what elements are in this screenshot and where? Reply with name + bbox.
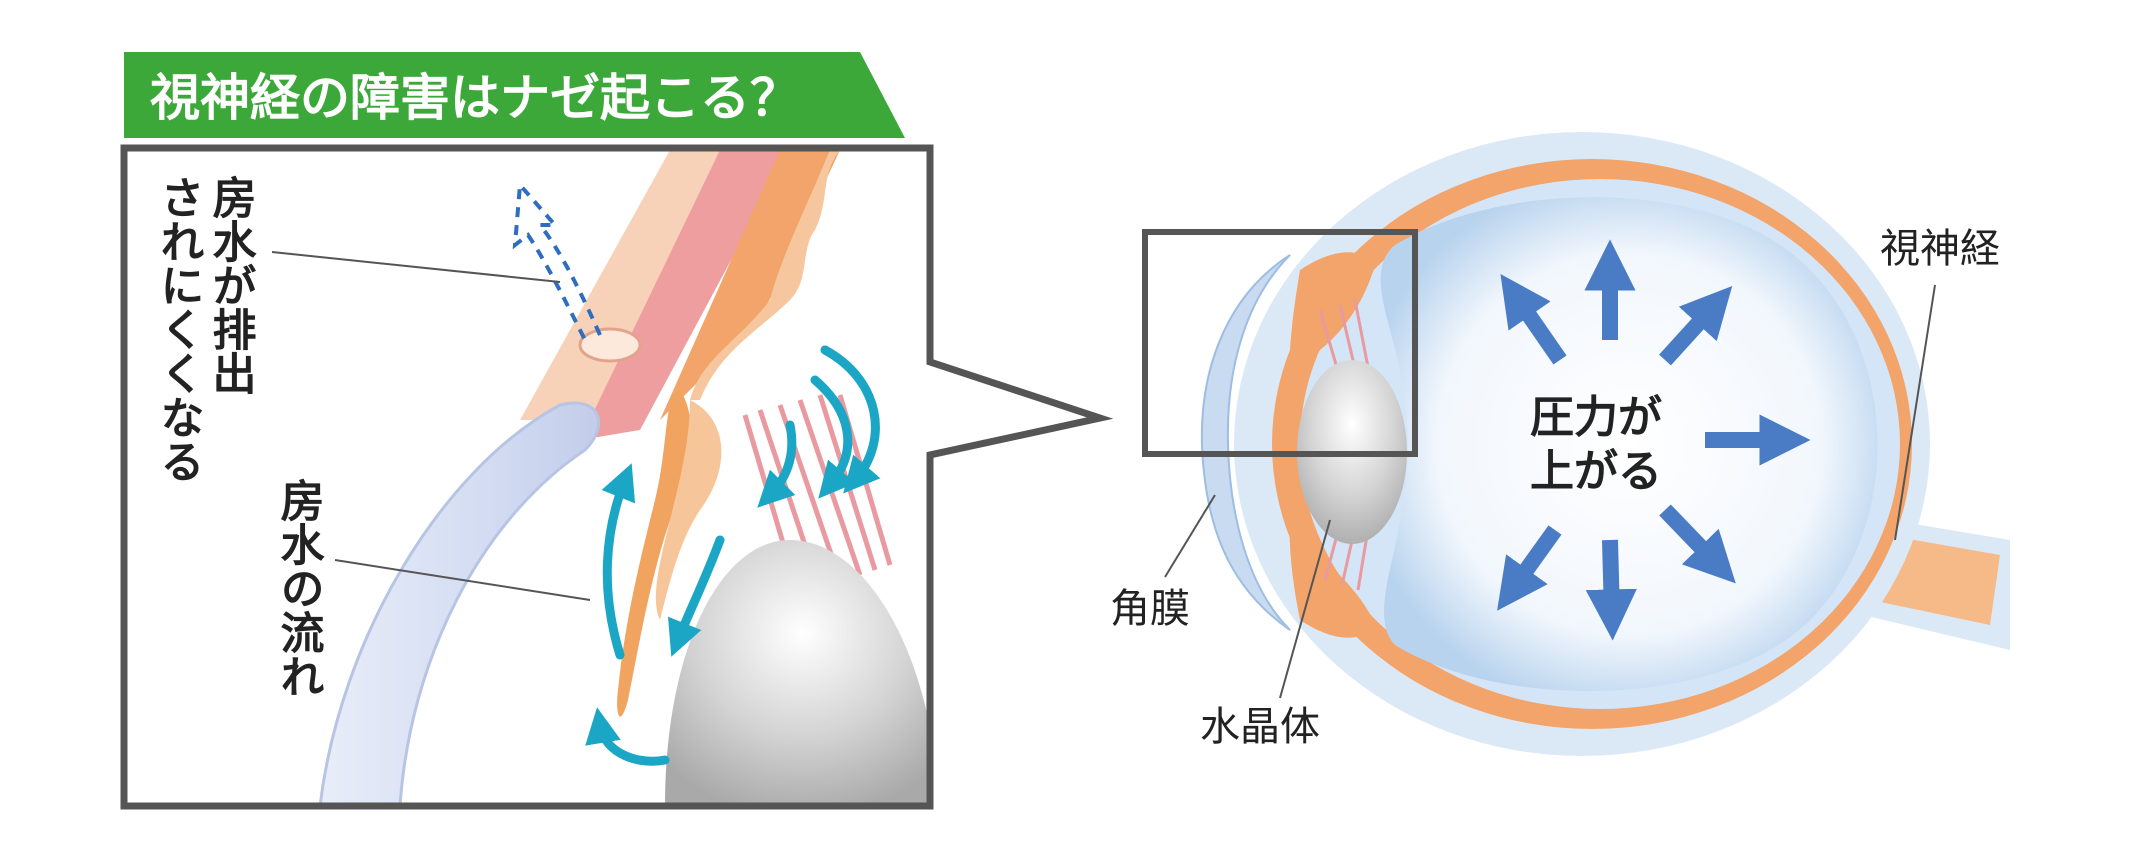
cornea-zoomed: [318, 401, 601, 806]
iris-top: [1289, 252, 1375, 410]
zoom-indicator-box: [1142, 229, 1418, 457]
ciliary-body: [690, 150, 840, 400]
zoom-frame: [120, 144, 1114, 810]
cornea-leader: [1164, 494, 1216, 578]
vitreous-body: [1380, 197, 1878, 692]
flow-leader-line: [334, 559, 591, 601]
label-aqueous-flow: 房水の流れ: [273, 478, 325, 698]
label-optic-nerve: 視神経: [1880, 226, 2000, 272]
iris-highlight: [655, 400, 722, 620]
eye-cross-section: 圧力が 上がる 視神経 角膜 水晶体: [1110, 132, 2010, 756]
sclera-pink-layer: [580, 150, 790, 440]
diagram-title: 視神経の障害はナゼ起こる？: [150, 69, 800, 127]
iris: [617, 390, 691, 717]
label-drainage-line2: されにくくなる: [153, 175, 204, 483]
label-pressure-line2: 上がる: [1530, 446, 1662, 497]
blocked-outflow-arrow: [512, 180, 602, 341]
title-banner: 視神経の障害はナゼ起こる？: [124, 52, 905, 138]
pressure-arrows: [1497, 239, 1811, 641]
schlemm-canal: [578, 327, 642, 363]
iris-bottom: [1289, 480, 1375, 638]
ciliary-orange-layer: [660, 150, 840, 420]
label-cornea: 角膜: [1110, 586, 1190, 632]
title-banner-bg: [124, 52, 905, 138]
label-lens: 水晶体: [1200, 704, 1320, 750]
cornea-front: [1200, 254, 1291, 631]
drainage-leader-line: [271, 251, 561, 283]
label-drainage-line1: 房水が排出: [205, 175, 257, 395]
label-pressure-line1: 圧力が: [1530, 392, 1662, 443]
zoom-panel: 房水が排出 されにくくなる 房水の流れ: [120, 144, 1114, 810]
zoom-anatomy: [318, 150, 930, 806]
aqueous-flow-arrows: [585, 345, 881, 766]
lens-zoomed: [665, 540, 930, 806]
optic-nerve-leader: [1894, 284, 1936, 541]
lens-leader: [1279, 519, 1331, 699]
